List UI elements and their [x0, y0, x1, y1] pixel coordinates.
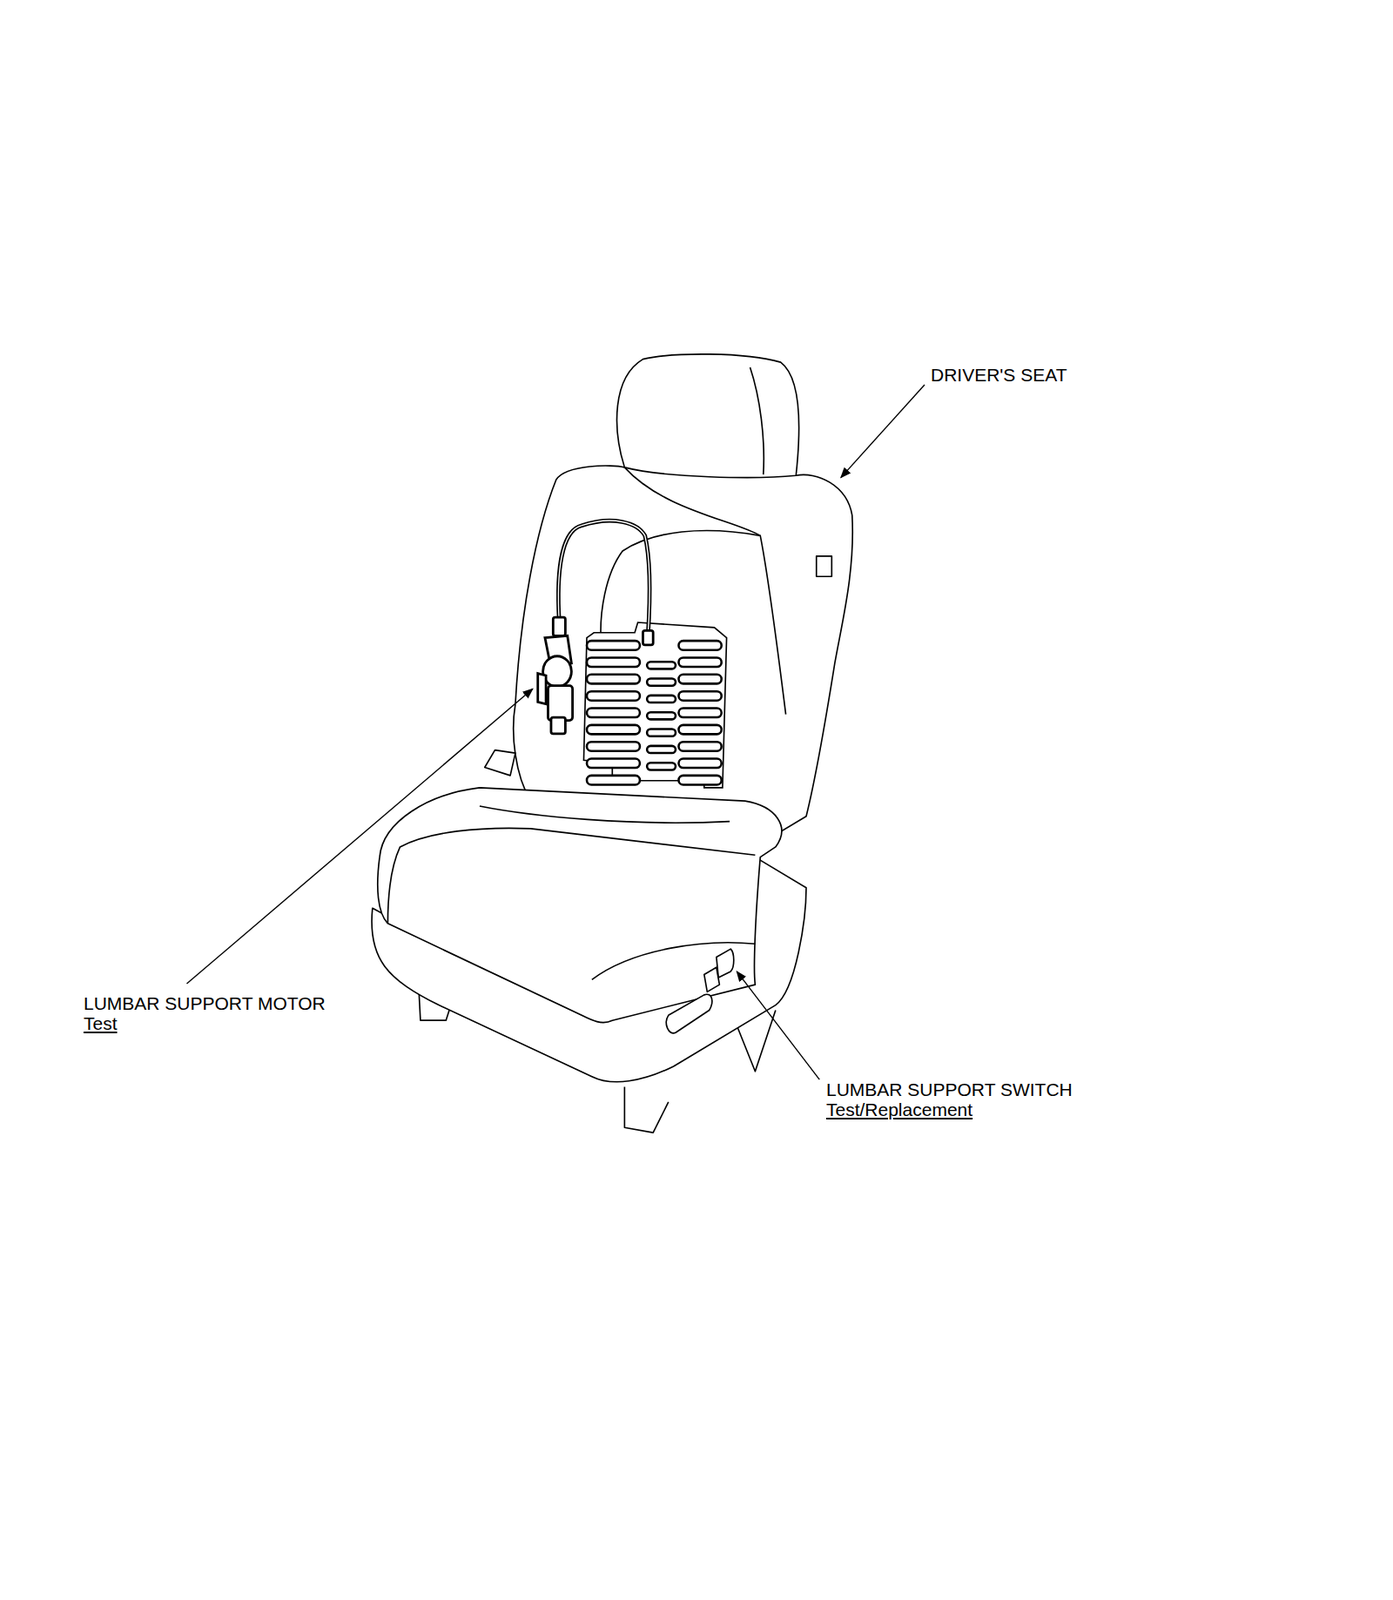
seat-belt-buckle [484, 750, 516, 776]
lumbar-slot [678, 640, 721, 651]
lumbar-slot [646, 712, 676, 720]
headrest [617, 354, 800, 478]
slide-switch [666, 994, 712, 1034]
part-label: LUMBAR SUPPORT MOTOR [83, 993, 326, 1015]
leader-line [841, 384, 925, 478]
lumbar-switch [716, 948, 734, 978]
lumbar-slot [586, 691, 640, 701]
lumbar-slot [678, 691, 721, 701]
lumbar-slot [586, 725, 640, 735]
seat-cushion [377, 787, 782, 1023]
lumbar-slot [646, 762, 676, 770]
lumbar-slot [646, 695, 676, 703]
part-label: DRIVER'S SEAT [930, 364, 1068, 386]
lumbar-slot [646, 679, 676, 687]
lumbar-slot [586, 674, 640, 685]
cushion-seam [387, 827, 755, 924]
lumbar-slot [678, 775, 721, 786]
seat-leg [624, 1086, 668, 1133]
leader-line [736, 971, 820, 1080]
lumbar-slot [678, 741, 721, 752]
lumbar-slot [678, 674, 721, 685]
procedure-link: Test/Replacement [826, 1099, 973, 1121]
lumbar-slot [586, 775, 640, 786]
seat-backrest [513, 465, 854, 848]
lumbar-slot [678, 759, 721, 769]
recline-tab [816, 556, 833, 577]
lumbar-slot [678, 708, 721, 719]
part-label: LUMBAR SUPPORT SWITCH [826, 1079, 1073, 1101]
lumbar-slot [586, 708, 640, 719]
leader-line [187, 384, 925, 1080]
lumbar-slot [586, 640, 640, 651]
headrest-seam [750, 367, 765, 475]
lumbar-motor [538, 520, 653, 734]
lumbar-slot [646, 661, 676, 669]
lumbar-slot [646, 746, 676, 754]
seat-outline [371, 354, 853, 1133]
cushion-seam [479, 806, 730, 823]
lumbar-slot [678, 657, 721, 667]
lumbar-pad [583, 622, 727, 788]
cushion-seam [592, 942, 756, 980]
procedure-link: Test [83, 1013, 118, 1035]
leader-line [187, 688, 533, 984]
lumbar-slot [586, 657, 640, 667]
lumbar-slot [586, 759, 640, 769]
lumbar-slot [678, 725, 721, 735]
lumbar-slot [646, 729, 676, 737]
lumbar-slot [586, 741, 640, 752]
